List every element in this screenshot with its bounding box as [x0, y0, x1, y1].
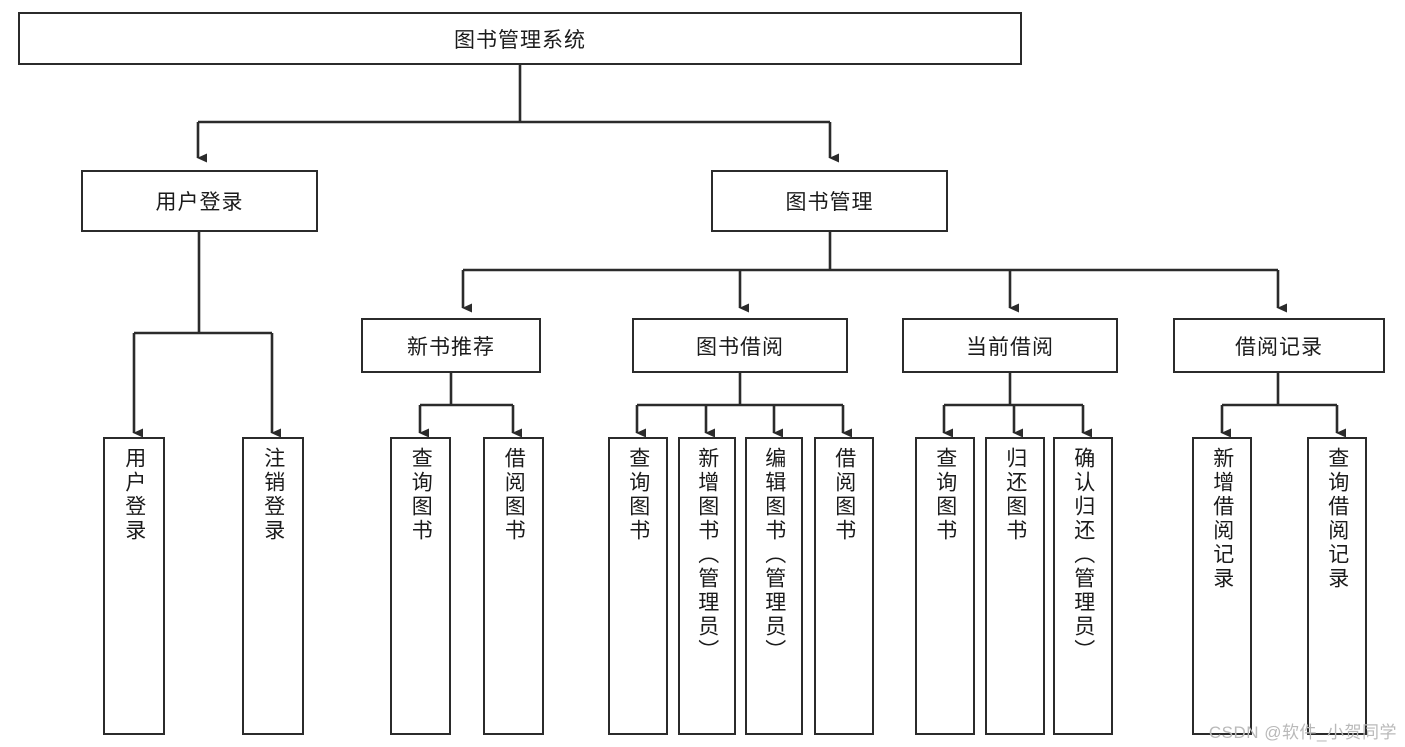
leaf-query-book-recommend[interactable]: 查询图书	[390, 437, 451, 735]
node-root-system[interactable]: 图书管理系统	[18, 12, 1022, 65]
node-label: 新增图书（管理员）	[695, 447, 719, 663]
node-label: 当前借阅	[966, 335, 1054, 359]
node-label: 图书管理系统	[454, 28, 586, 52]
node-book-borrow[interactable]: 图书借阅	[632, 318, 848, 373]
edge-user-login-to-leaves	[132, 232, 281, 438]
edge-current-borrow-to-leaves	[942, 373, 1092, 438]
edge-root-to-level2	[196, 65, 839, 163]
edge-book-borrow-to-leaves	[635, 373, 852, 438]
leaf-confirm-return-admin[interactable]: 确认归还（管理员）	[1053, 437, 1113, 735]
node-label: 新增借阅记录	[1210, 447, 1234, 591]
node-label: 借阅图书	[502, 447, 526, 543]
edge-borrow-record-to-leaves	[1220, 373, 1346, 438]
node-user-login[interactable]: 用户登录	[81, 170, 318, 232]
leaf-query-book-borrow[interactable]: 查询图书	[608, 437, 668, 735]
node-borrow-record[interactable]: 借阅记录	[1173, 318, 1385, 373]
node-current-borrow[interactable]: 当前借阅	[902, 318, 1118, 373]
leaf-borrow-book-recommend[interactable]: 借阅图书	[483, 437, 544, 735]
leaf-query-book-current[interactable]: 查询图书	[915, 437, 975, 735]
leaf-user-logout[interactable]: 注销登录	[242, 437, 304, 735]
node-label: 查询图书	[409, 447, 433, 543]
node-label: 编辑图书（管理员）	[762, 447, 786, 663]
node-label: 用户登录	[122, 447, 146, 543]
leaf-return-book[interactable]: 归还图书	[985, 437, 1045, 735]
node-label: 查询借阅记录	[1325, 447, 1349, 591]
node-book-management[interactable]: 图书管理	[711, 170, 948, 232]
node-label: 查询图书	[933, 447, 957, 543]
node-label: 图书管理	[785, 191, 874, 214]
edge-new-book-to-leaves	[418, 373, 522, 438]
node-label: 借阅记录	[1235, 335, 1323, 359]
node-label: 确认归还（管理员）	[1071, 447, 1095, 663]
node-label: 查询图书	[626, 447, 650, 543]
leaf-add-borrow-record[interactable]: 新增借阅记录	[1192, 437, 1252, 735]
node-label: 借阅图书	[832, 447, 856, 543]
leaf-borrow-book[interactable]: 借阅图书	[814, 437, 874, 735]
node-label: 归还图书	[1003, 447, 1027, 543]
edge-book-mgmt-to-level3	[461, 232, 1287, 313]
leaf-user-login[interactable]: 用户登录	[103, 437, 165, 735]
node-label: 用户登录	[155, 191, 244, 214]
node-label: 新书推荐	[407, 335, 495, 359]
leaf-edit-book-admin[interactable]: 编辑图书（管理员）	[745, 437, 803, 735]
leaf-query-borrow-record[interactable]: 查询借阅记录	[1307, 437, 1367, 735]
leaf-add-book-admin[interactable]: 新增图书（管理员）	[678, 437, 736, 735]
node-label: 注销登录	[261, 447, 285, 543]
node-label: 图书借阅	[696, 335, 784, 359]
node-new-book-recommend[interactable]: 新书推荐	[361, 318, 541, 373]
